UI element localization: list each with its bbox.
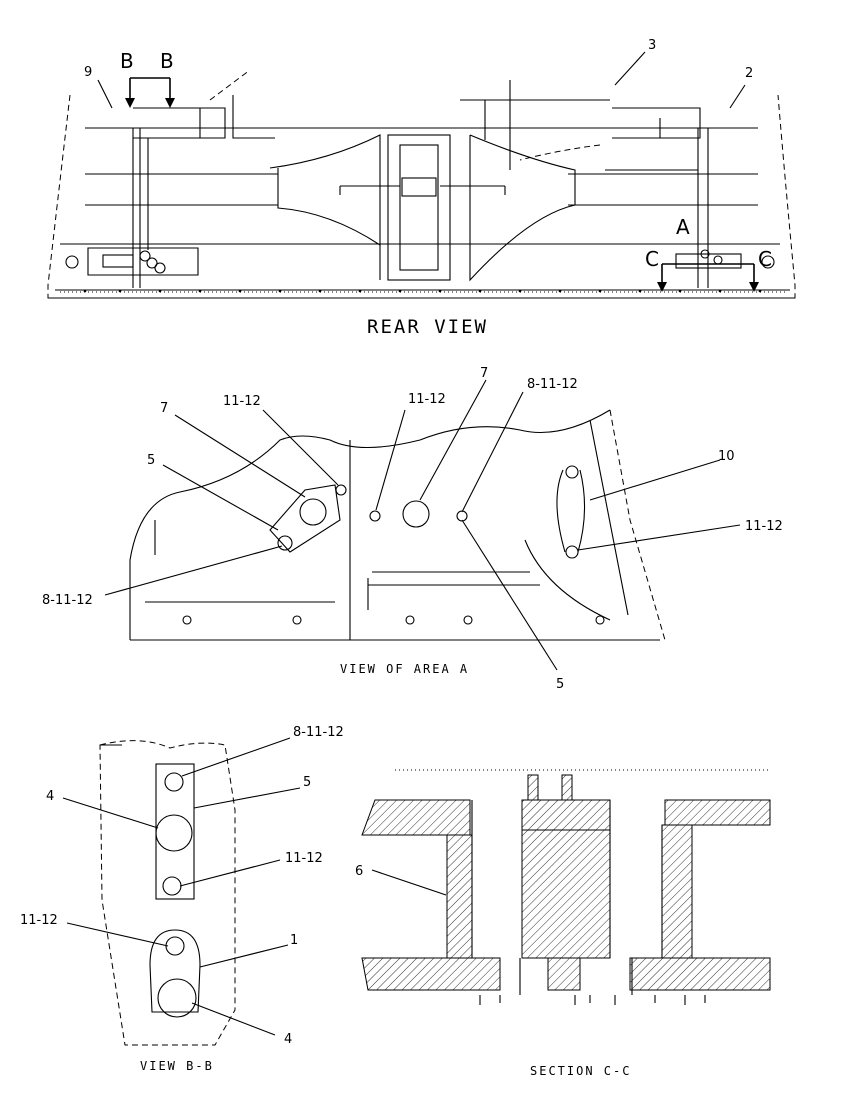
callout-a-5-right: 5 xyxy=(556,677,564,692)
callout-a-11-12-left: 11-12 xyxy=(223,394,261,409)
section-b-left-label: B xyxy=(120,49,134,73)
view-bb-title: VIEW B-B xyxy=(140,1059,214,1073)
callout-a-5-left: 5 xyxy=(147,453,155,468)
callout-3: 3 xyxy=(648,38,656,53)
callout-bb-11-12-left: 11-12 xyxy=(20,913,58,928)
callout-a-8-11-12-left: 8-11-12 xyxy=(42,593,93,608)
rear-view-title: REAR VIEW xyxy=(367,316,488,338)
callout-9: 9 xyxy=(84,65,92,80)
rear-view-drawing xyxy=(47,51,796,299)
callout-bb-1: 1 xyxy=(290,933,298,948)
section-c-left-label: C xyxy=(645,247,659,271)
callout-a-7-mid: 7 xyxy=(480,366,488,381)
view-area-a-title: VIEW OF AREA A xyxy=(340,662,469,676)
area-a-label: A xyxy=(676,215,690,239)
bottom-bolt-row xyxy=(83,289,762,293)
section-cc-title: SECTION C-C xyxy=(530,1064,631,1078)
callout-a-7-left: 7 xyxy=(160,401,168,416)
callout-cc-6: 6 xyxy=(355,864,363,879)
callout-bb-4-bottom: 4 xyxy=(284,1032,292,1047)
section-c-right-label: C xyxy=(758,247,772,271)
callout-2: 2 xyxy=(745,66,753,81)
callout-bb-8-11-12: 8-11-12 xyxy=(293,725,344,740)
view-bb-drawing xyxy=(62,737,301,1046)
section-b-right-label: B xyxy=(160,49,174,73)
callout-bb-5: 5 xyxy=(303,775,311,790)
callout-a-8-11-12-right: 8-11-12 xyxy=(527,377,578,392)
callout-a-11-12-mid: 11-12 xyxy=(408,392,446,407)
section-cc-drawing xyxy=(361,769,771,1005)
callout-bb-4-top: 4 xyxy=(46,789,54,804)
callout-a-10: 10 xyxy=(718,449,735,464)
callout-bb-11-12-top: 11-12 xyxy=(285,851,323,866)
view-area-a-drawing xyxy=(104,379,741,671)
callout-a-11-12-right: 11-12 xyxy=(745,519,783,534)
